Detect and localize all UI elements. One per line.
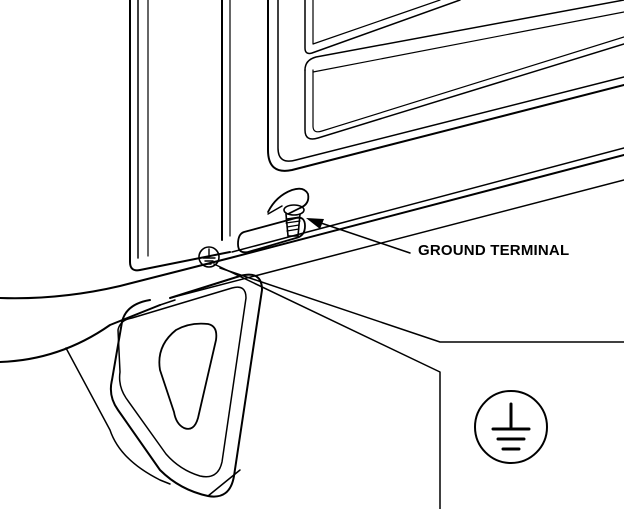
magnify-leader-lines <box>213 263 624 509</box>
panel-ground-symbol-icon <box>198 246 220 268</box>
appliance-base <box>0 147 624 363</box>
appliance-side-panel <box>129 0 231 272</box>
earth-ground-icon <box>474 390 548 464</box>
ground-terminal-leader-line <box>306 218 411 254</box>
terminal-recess <box>237 216 306 254</box>
ground-terminal-label: GROUND TERMINAL <box>418 242 570 259</box>
ground-terminal-screw <box>267 187 310 237</box>
appliance-foot <box>65 273 263 498</box>
appliance-front-frame <box>267 0 624 172</box>
